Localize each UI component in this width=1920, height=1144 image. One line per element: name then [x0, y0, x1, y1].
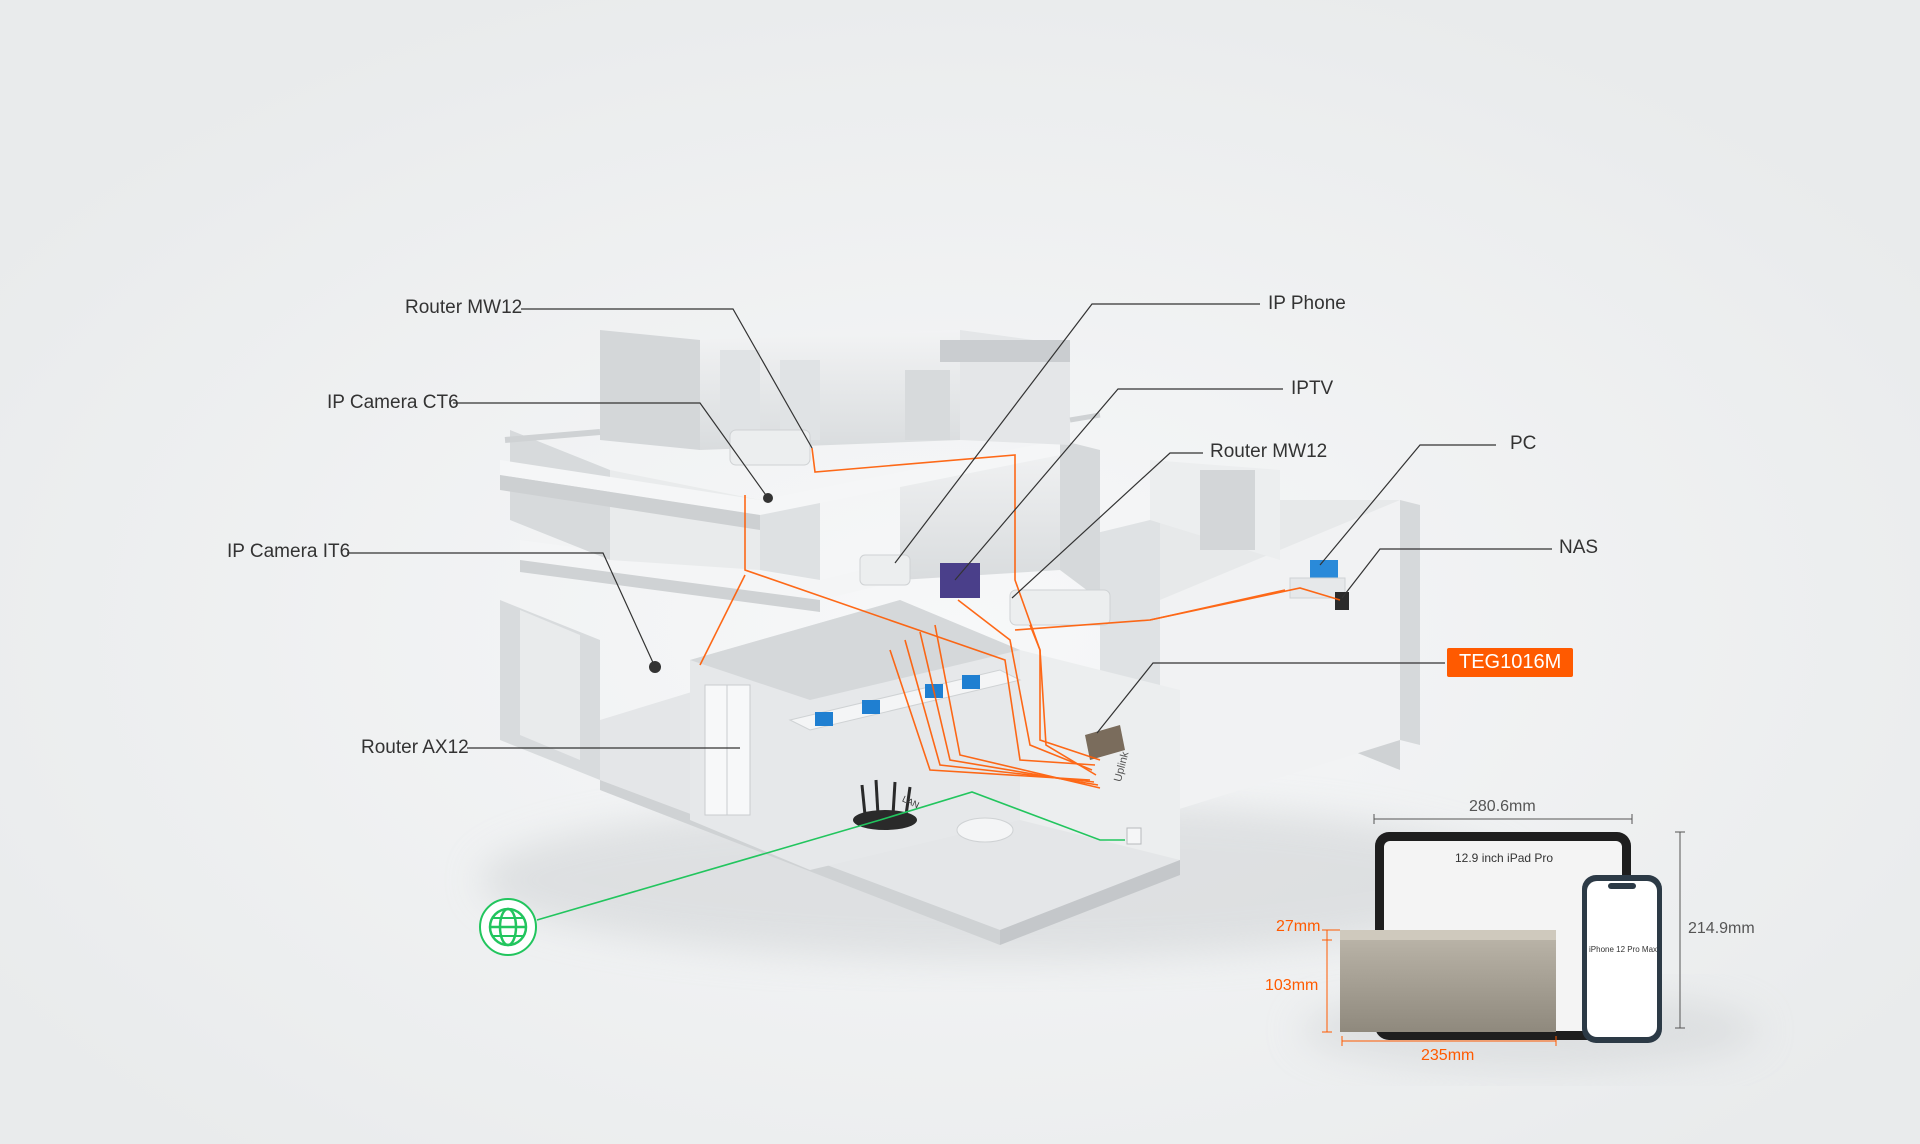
building — [500, 330, 1420, 945]
label-ip-phone: IP Phone — [1268, 293, 1346, 314]
ethernet-cabling — [699, 447, 1341, 789]
iphone-label: iPhone 12 Pro Max — [1589, 945, 1658, 954]
ipad-label: 12.9 inch iPad Pro — [1455, 851, 1554, 865]
label-teg1016m: TEG1016M — [1447, 648, 1574, 677]
dim-ipad-width: 280.6mm — [1469, 798, 1536, 815]
label-pc: PC — [1510, 433, 1537, 454]
label-nas: NAS — [1559, 537, 1599, 558]
label-router-ax12: Router AX12 — [361, 737, 469, 758]
internet-cable — [536, 791, 1125, 921]
dim-device-height: 103mm — [1265, 977, 1319, 994]
label-iptv: IPTV — [1291, 378, 1334, 399]
dim-device-width: 235mm — [1421, 1047, 1475, 1064]
dim-ipad-height: 214.9mm — [1688, 920, 1755, 937]
label-ip-camera-it6: IP Camera IT6 — [227, 541, 351, 562]
label-ip-camera-ct6: IP Camera CT6 — [327, 392, 459, 413]
dim-device-depth: 27mm — [1276, 918, 1321, 935]
size-comparison — [1300, 814, 1760, 1070]
label-router-mw12-mid: Router MW12 — [1210, 441, 1328, 462]
globe-icon — [479, 898, 537, 956]
callout-lines — [347, 303, 1552, 749]
label-router-mw12-top: Router MW12 — [405, 297, 523, 318]
